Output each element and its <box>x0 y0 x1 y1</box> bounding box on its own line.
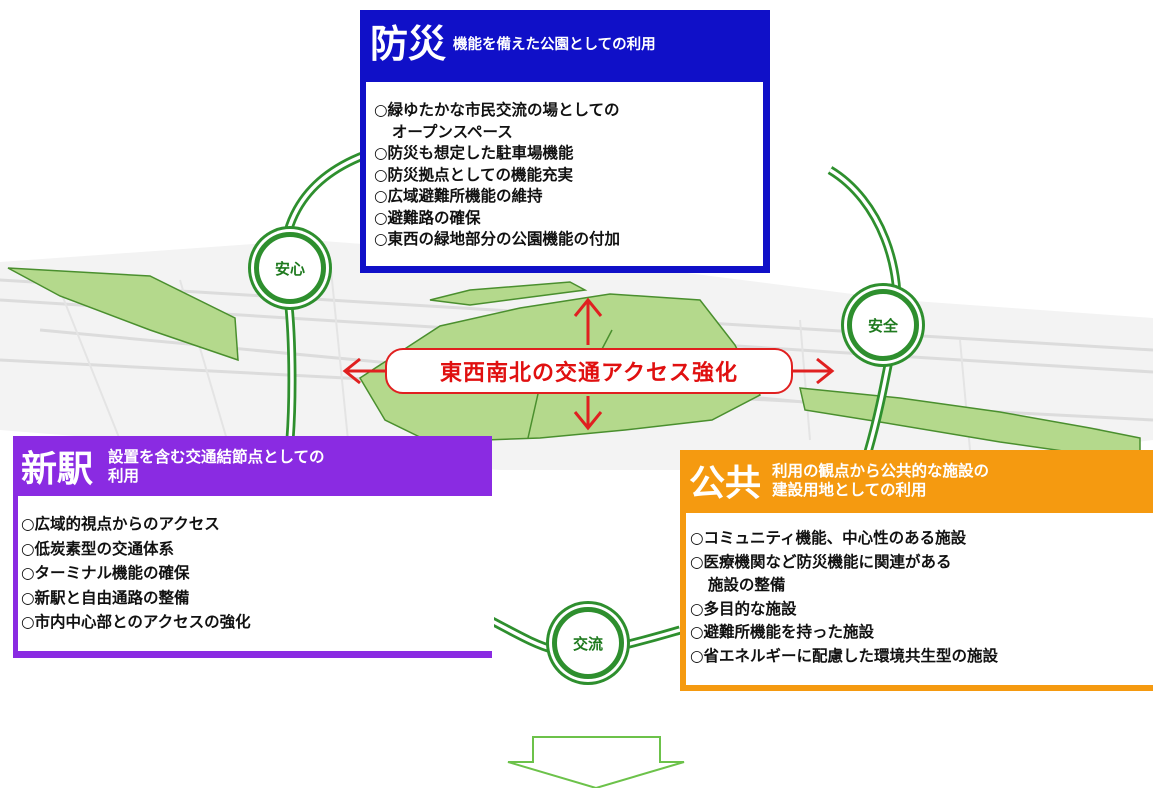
list-item: ○広域的視点からのアクセス <box>21 515 220 533</box>
bousai-panel: 防災 機能を備えた公園としての利用 ○緑ゆたかな市民交流の場としてのオープンスペ… <box>360 10 770 273</box>
koukyou-list: ○コミュニティ機能、中心性のある施設 ○医療機関など防災機能に関連がある施設の整… <box>690 527 1153 668</box>
shineki-list: ○広域的視点からのアクセス ○低炭素型の交通体系 ○ターミナル機能の確保 ○新駅… <box>21 512 494 635</box>
list-item: ○市内中心部とのアクセスの強化 <box>21 613 251 631</box>
cycle-ring <box>279 150 902 655</box>
list-item: ○広域避難所機能の維持 <box>374 187 543 205</box>
list-item: ○低炭素型の交通体系 <box>21 539 175 558</box>
list-item: ○ターミナル機能の確保 <box>21 564 190 582</box>
shineki-body: ○広域的視点からのアクセス ○低炭素型の交通体系 ○ターミナル機能の確保 ○新駅… <box>18 496 494 651</box>
list-item: ○コミュニティ機能、中心性のある施設 <box>690 529 967 547</box>
koukyou-header: 公共 利用の観点から公共的な施設の建設用地としての利用 <box>680 450 1153 510</box>
list-item: ○東西の緑地部分の公園機能の付加 <box>374 230 621 248</box>
circle-anshin-label: 安心 <box>274 259 305 278</box>
access-label: 東西南北の交通アクセス強化 <box>385 348 793 394</box>
list-item: ○多目的な施設 <box>690 599 797 618</box>
list-item: ○防災も想定した駐車場機能 <box>374 144 574 162</box>
bousai-list: ○緑ゆたかな市民交流の場としてのオープンスペース ○防災も想定した駐車場機能 ○… <box>374 100 763 251</box>
list-item: ○緑ゆたかな市民交流の場としてのオープンスペース <box>374 101 620 141</box>
bousai-title: 防災 <box>370 22 447 66</box>
list-item: ○新駅と自由通路の整備 <box>21 588 190 607</box>
bousai-subtitle: 機能を備えた公園としての利用 <box>453 37 656 53</box>
circle-kouryuu-label: 交流 <box>572 634 603 653</box>
circle-kouryuu: 交流 <box>552 607 624 679</box>
list-item: ○省エネルギーに配慮した環境共生型の施設 <box>690 646 999 665</box>
koukyou-body: ○コミュニティ機能、中心性のある施設 ○医療機関など防災機能に関連がある施設の整… <box>686 513 1153 685</box>
koukyou-panel: 公共 利用の観点から公共的な施設の建設用地としての利用 ○コミュニティ機能、中心… <box>680 450 1153 691</box>
bousai-header: 防災 機能を備えた公園としての利用 <box>360 10 770 80</box>
list-item: ○避難路の確保 <box>374 208 481 227</box>
circle-anshin: 安心 <box>254 232 326 304</box>
down-arrow-icon <box>507 736 685 788</box>
koukyou-subtitle: 利用の観点から公共的な施設の建設用地としての利用 <box>772 462 990 499</box>
koukyou-title: 公共 <box>689 463 762 504</box>
green-area-west <box>7 267 239 362</box>
list-item: ○避難所機能を持った施設 <box>690 623 875 641</box>
shineki-subtitle: 設置を含む交通結節点としての利用 <box>108 448 325 485</box>
green-area-strip <box>429 281 588 306</box>
circle-anzen: 安全 <box>847 289 919 361</box>
shineki-panel: 新駅 設置を含む交通結節点としての利用 ○広域的視点からのアクセス ○低炭素型の… <box>13 436 494 658</box>
circle-anzen-label: 安全 <box>867 316 898 335</box>
shineki-title: 新駅 <box>21 449 94 490</box>
access-arrows <box>342 297 835 431</box>
bousai-body: ○緑ゆたかな市民交流の場としてのオープンスペース ○防災も想定した駐車場機能 ○… <box>366 82 763 266</box>
list-item: ○防災拠点としての機能充実 <box>374 165 574 184</box>
shineki-header: 新駅 設置を含む交通結節点としての利用 <box>13 436 492 496</box>
list-item: ○医療機関など防災機能に関連がある施設の整備 <box>690 552 952 595</box>
